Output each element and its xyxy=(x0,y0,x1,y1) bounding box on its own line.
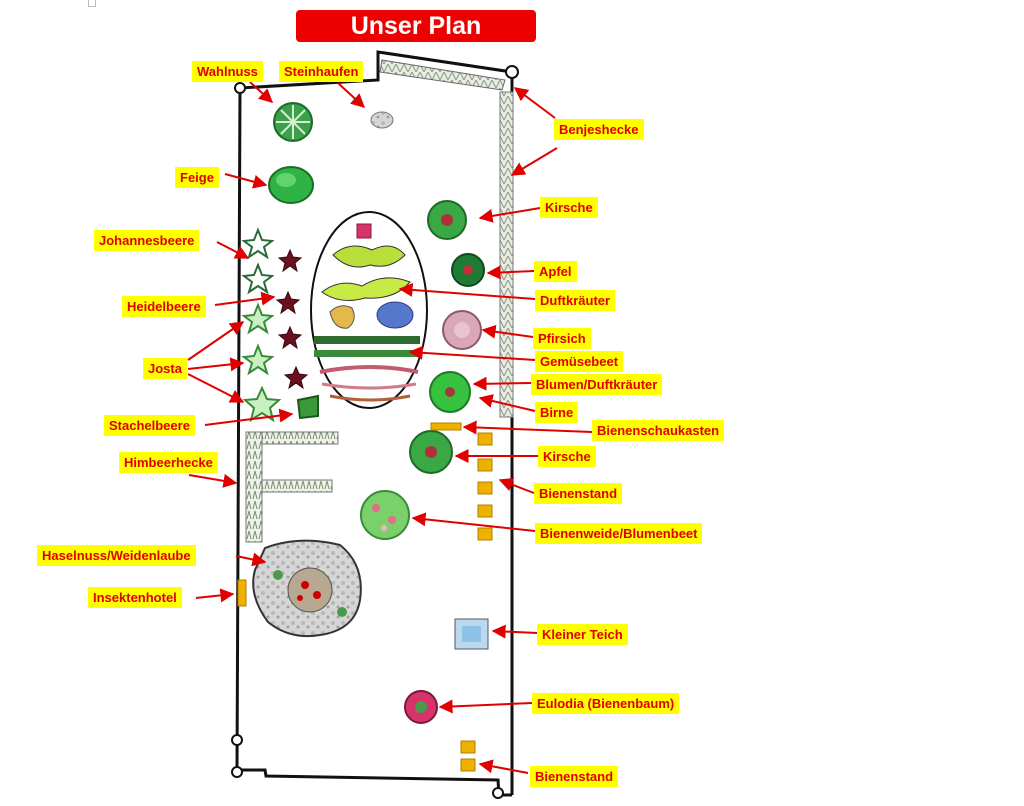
label-gemuesebeet: Gemüsebeet xyxy=(535,351,624,372)
label-bienenstand-mid: Bienenstand xyxy=(534,483,623,504)
label-haselnuss: Haselnuss/Weidenlaube xyxy=(37,545,196,566)
benjeshecke-hedge xyxy=(379,59,514,418)
label-benjeshecke: Benjeshecke xyxy=(554,119,644,140)
heidelbeere-shrubs xyxy=(275,248,309,390)
label-heidelbeere: Heidelbeere xyxy=(122,296,206,317)
central-bed xyxy=(310,211,428,409)
kleiner-teich-symbol xyxy=(454,618,489,650)
fence-posts xyxy=(231,65,519,799)
label-himbeerhecke: Himbeerhecke xyxy=(119,452,218,473)
label-bienenschaukasten: Bienenschaukasten xyxy=(592,420,725,441)
birne-tree-symbol xyxy=(429,371,471,413)
label-pfirsich: Pfirsich xyxy=(533,328,591,349)
weidenlaube-symbol xyxy=(252,539,362,638)
steinhaufen-symbol xyxy=(370,111,394,129)
label-feige: Feige xyxy=(175,167,219,188)
insektenhotel-box xyxy=(237,579,247,607)
label-kirsche-mid: Kirsche xyxy=(538,446,596,467)
label-arrows xyxy=(187,81,593,774)
label-steinhaufen: Steinhaufen xyxy=(279,61,364,82)
page-corner-mark xyxy=(88,0,96,7)
label-josta: Josta xyxy=(143,358,187,379)
kirsche-top-tree-symbol xyxy=(427,200,467,240)
label-kleiner-teich: Kleiner Teich xyxy=(537,624,628,645)
label-apfel: Apfel xyxy=(534,261,577,282)
label-duftkraeuter: Duftkräuter xyxy=(535,290,616,311)
kirsche-mid-tree-symbol xyxy=(409,430,453,474)
label-insektenhotel: Insektenhotel xyxy=(88,587,182,608)
plan-title: Unser Plan xyxy=(296,10,536,42)
josta-shrubs xyxy=(241,302,275,376)
label-blumen-duftkraeuter: Blumen/Duftkräuter xyxy=(531,374,663,395)
feige-tree-symbol xyxy=(268,166,314,204)
bienenschaukasten-box xyxy=(430,422,462,431)
garden-boundary xyxy=(235,50,514,797)
label-stachelbeere: Stachelbeere xyxy=(104,415,195,436)
eulodia-tree-symbol xyxy=(404,690,438,724)
bienenstand-bottom-boxes xyxy=(460,740,476,772)
stachelbeere-shrubs xyxy=(242,385,319,423)
johannesbeere-shrubs xyxy=(241,227,275,295)
label-wahlnuss: Wahlnuss xyxy=(192,61,263,82)
label-bienenstand-bottom: Bienenstand xyxy=(530,766,619,787)
bienenweide-symbol xyxy=(360,490,410,540)
label-bienenweide: Bienenweide/Blumenbeet xyxy=(535,523,703,544)
label-johannesbeere: Johannesbeere xyxy=(94,230,200,251)
wahlnuss-tree-symbol xyxy=(273,102,313,142)
apfel-tree-symbol xyxy=(451,253,485,287)
bienenstand-boxes xyxy=(477,432,493,541)
label-kirsche-top: Kirsche xyxy=(540,197,598,218)
label-eulodia: Eulodia (Bienenbaum) xyxy=(532,693,680,714)
himbeerhecke-symbol xyxy=(245,431,339,543)
label-birne: Birne xyxy=(535,402,579,423)
pfirsich-tree-symbol xyxy=(442,310,482,350)
